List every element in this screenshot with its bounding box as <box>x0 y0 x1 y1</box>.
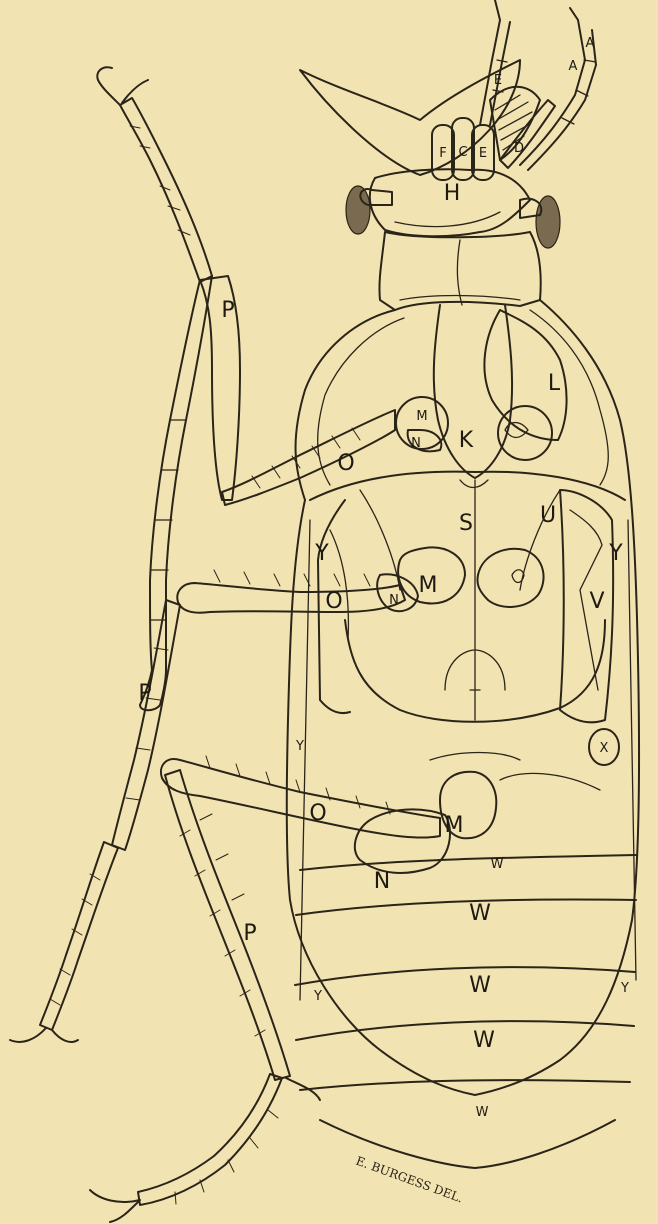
label-Y-left-3: Y <box>313 989 322 1004</box>
front-leg <box>97 67 395 710</box>
label-M-hind: M <box>445 813 464 838</box>
label-W-1: W <box>491 857 504 872</box>
label-P-middle: P <box>138 681 151 706</box>
labels: A A E D F C E H L K M N O P S U Y Y V M … <box>138 36 629 1120</box>
label-A-2: A <box>586 36 595 51</box>
label-O-hind: O <box>309 801 326 826</box>
label-O-middle: O <box>325 589 342 614</box>
label-O-front: O <box>337 451 354 476</box>
label-P-hind: P <box>243 921 256 946</box>
abdomen <box>295 855 636 1168</box>
label-N-hind: N <box>374 869 390 894</box>
hind-coxa <box>355 753 600 873</box>
label-Y-right-2: Y <box>620 981 629 996</box>
label-N-front: N <box>411 436 421 451</box>
label-F: F <box>439 146 446 161</box>
label-P-front: P <box>221 298 234 323</box>
label-Y-right: Y <box>608 541 623 566</box>
prothorax <box>379 232 540 310</box>
label-L: L <box>548 371 561 396</box>
label-M-front: M <box>416 409 427 424</box>
middle-leg <box>10 570 418 1042</box>
mesothorax <box>287 300 639 1095</box>
metathorax <box>300 472 636 1000</box>
label-N-middle: N <box>389 593 399 608</box>
label-U: U <box>540 503 556 528</box>
label-W-2: W <box>469 901 491 926</box>
hind-leg <box>90 756 440 1222</box>
label-D: D <box>514 141 524 156</box>
label-W-5: W <box>476 1105 489 1120</box>
label-Y-left: Y <box>314 541 329 566</box>
label-W-4: W <box>473 1028 495 1053</box>
label-E-antenna: E <box>494 73 502 88</box>
label-W-3: W <box>469 973 491 998</box>
label-K: K <box>459 428 474 453</box>
label-A: A <box>569 59 578 74</box>
artist-signature: E. BURGESS DEL. <box>354 1154 465 1206</box>
label-H: H <box>444 181 461 206</box>
label-M-middle: M <box>419 573 438 598</box>
label-C: C <box>458 145 467 160</box>
label-S: S <box>459 511 473 536</box>
label-E-mouth: E <box>479 146 487 161</box>
head <box>300 0 596 248</box>
label-Y-left-2: Y <box>295 739 304 754</box>
label-X: X <box>600 741 609 756</box>
label-V: V <box>589 589 604 614</box>
